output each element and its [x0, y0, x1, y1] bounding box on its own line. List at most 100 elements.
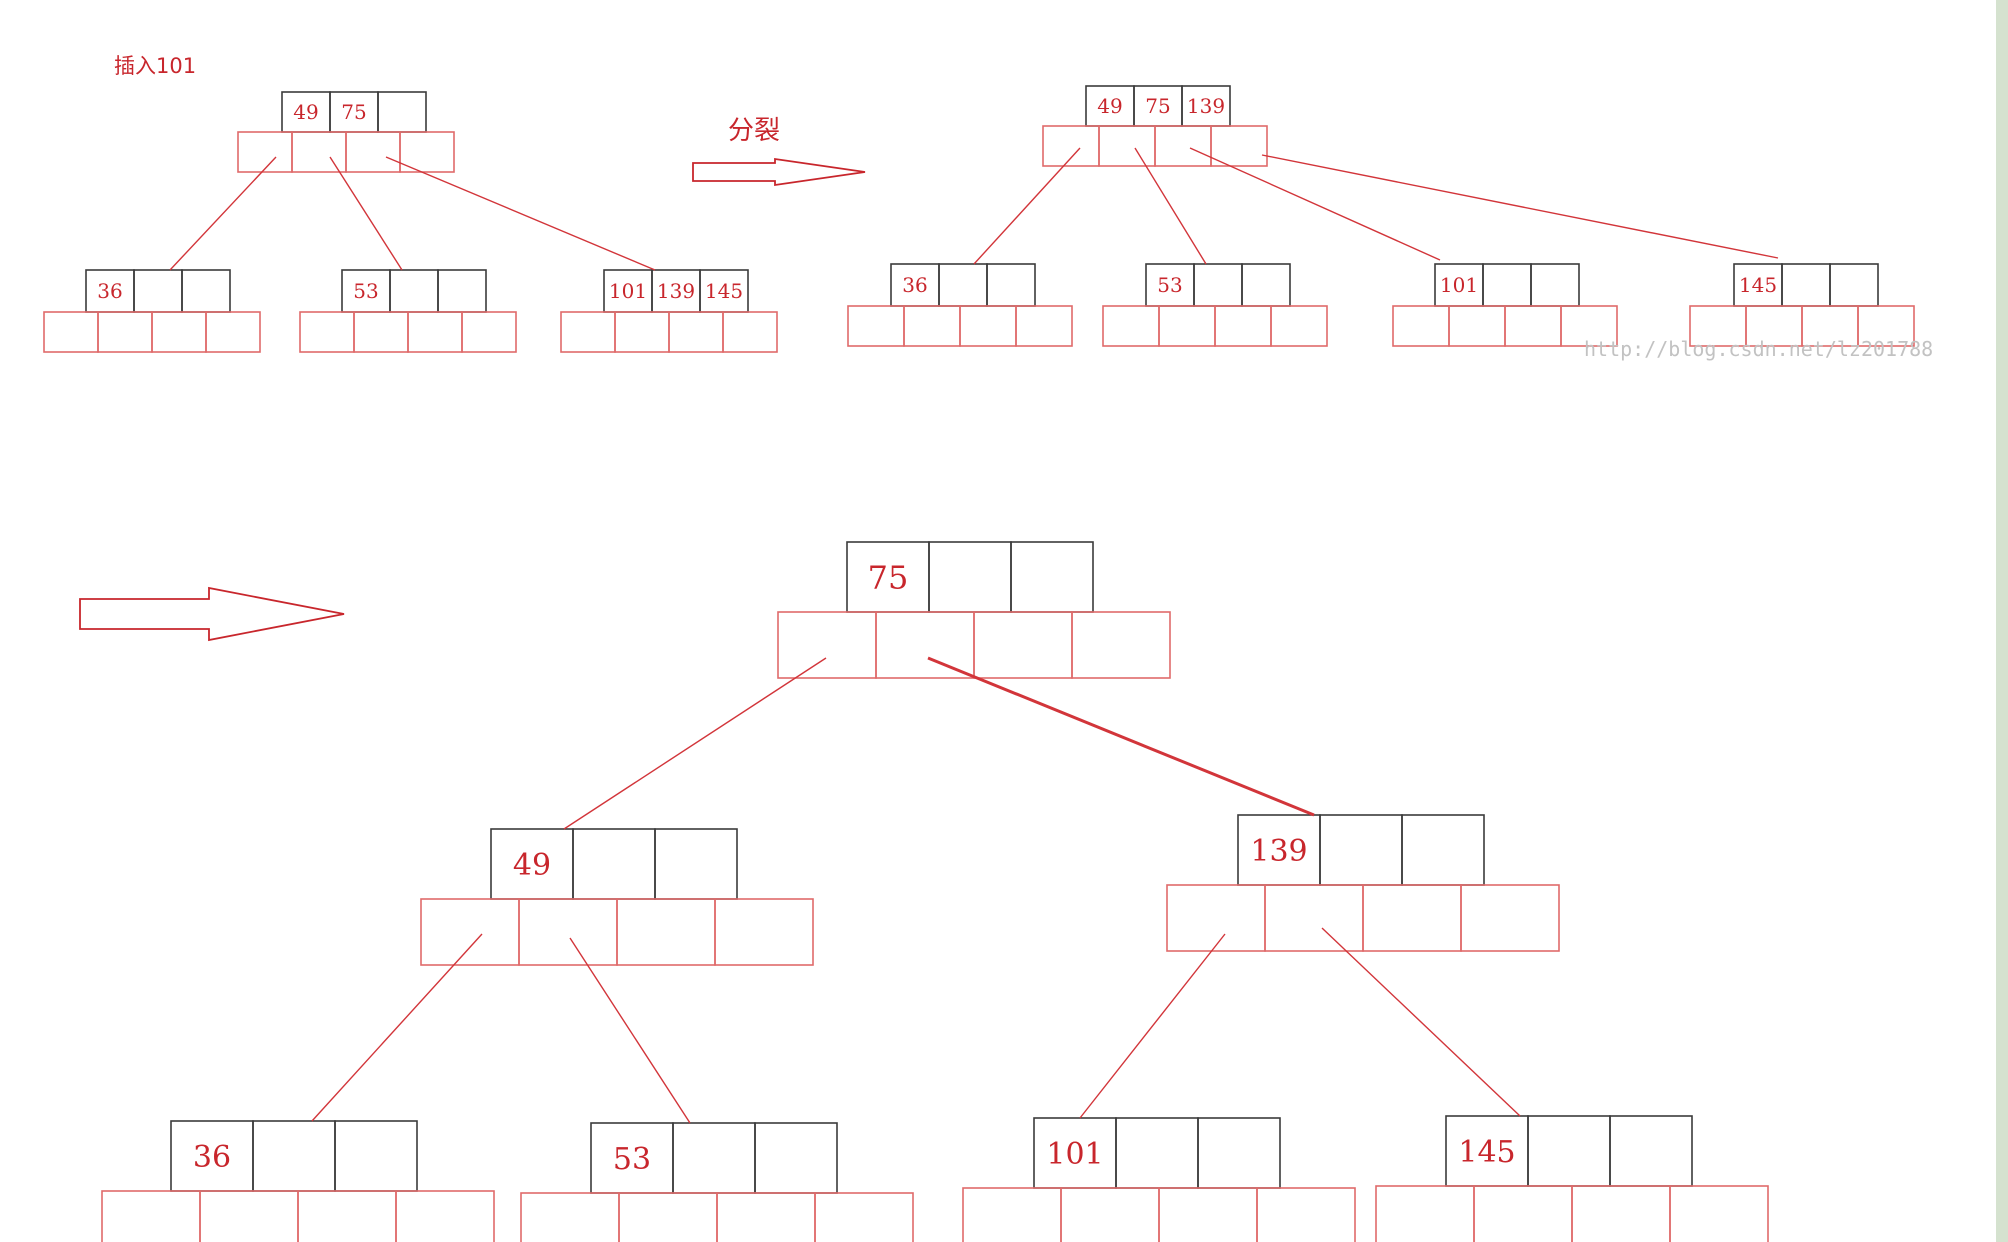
stage1-root-pointer-cell-3 — [399, 131, 455, 173]
final-leaf-1-pointer-cell-1 — [618, 1192, 718, 1242]
final-leaf-0-pointer-cell-0 — [101, 1190, 201, 1242]
blog-watermark: http://blog.csdn.net/lz201788 — [1584, 337, 1934, 361]
final-leaf-0-key-cell-2 — [334, 1120, 418, 1192]
final-edge-internal0-left — [311, 933, 483, 1122]
stage2-child-1-key-cell-2 — [1241, 263, 1291, 307]
stage2-root-key-0: 49 — [1097, 94, 1122, 118]
final-internal-1-pointer-cell-2 — [1362, 884, 1462, 952]
final-leaf-3-pointer-cell-3 — [1669, 1185, 1769, 1242]
stage2-child-1-pointer-cell-3 — [1270, 305, 1328, 347]
stage1-child-2-key-1: 139 — [657, 279, 695, 303]
final-root-key-0: 75 — [868, 559, 909, 597]
final-internal-0-pointer-cell-1 — [518, 898, 618, 966]
stage2-child-2-pointer-cell-0 — [1392, 305, 1450, 347]
stage1-child-1-pointer-cell-1 — [353, 311, 409, 353]
stage2-child-2-key-0: 101 — [1440, 273, 1478, 297]
final-edge-internal0-right — [569, 937, 691, 1124]
stage2-root-pointer-cell-2 — [1154, 125, 1212, 167]
stage1-child-1-key-cell-1 — [389, 269, 439, 313]
final-root-pointer-cell-1 — [875, 611, 975, 679]
final-leaf-1-key-cell-1 — [672, 1122, 756, 1194]
final-leaf-2-key-cell-2 — [1197, 1117, 1281, 1189]
final-leaf-0-key-0: 36 — [193, 1140, 231, 1175]
stage1-root-pointer-cell-1 — [291, 131, 347, 173]
stage1-child-2-key-2: 145 — [705, 279, 743, 303]
final-internal-0-key-cell-2 — [654, 828, 738, 900]
final-internal-0-pointer-cell-0 — [420, 898, 520, 966]
stage1-child-0-key-cell-2 — [181, 269, 231, 313]
final-root-key-cell-1 — [928, 541, 1012, 613]
stage1-child-1-pointer-cell-3 — [461, 311, 517, 353]
stage1-root-pointer-cell-0 — [237, 131, 293, 173]
stage2-child-3-pointer-cell-3 — [1857, 305, 1915, 347]
final-internal-0-pointer-cell-3 — [714, 898, 814, 966]
stage2-child-2-pointer-cell-3 — [1560, 305, 1618, 347]
stage1-child-2-pointer-cell-3 — [722, 311, 778, 353]
final-internal-1-key-0: 139 — [1250, 834, 1307, 869]
final-internal-1-pointer-cell-1 — [1264, 884, 1364, 952]
final-leaf-0-pointer-cell-2 — [297, 1190, 397, 1242]
final-leaf-3-pointer-cell-0 — [1375, 1185, 1475, 1242]
stage2-child-3-key-0: 145 — [1739, 273, 1777, 297]
stage2-child-3-key-cell-1 — [1781, 263, 1831, 307]
stage2-child-1-key-0: 53 — [1157, 273, 1182, 297]
final-edge-internal1-left — [1079, 933, 1226, 1119]
final-leaf-0-pointer-cell-1 — [199, 1190, 299, 1242]
final-edge-root-left — [563, 657, 827, 830]
final-internal-1-pointer-cell-3 — [1460, 884, 1560, 952]
stage2-child-0-pointer-cell-3 — [1015, 305, 1073, 347]
stage1-edge-2 — [385, 156, 656, 271]
stage2-root-key-1: 75 — [1145, 94, 1170, 118]
final-internal-1-pointer-cell-0 — [1166, 884, 1266, 952]
stage1-root-key-1: 75 — [341, 100, 366, 124]
final-leaf-2-pointer-cell-3 — [1256, 1187, 1356, 1242]
split-arrow — [692, 157, 866, 187]
stage2-child-0-pointer-cell-2 — [959, 305, 1017, 347]
stage2-child-0-pointer-cell-0 — [847, 305, 905, 347]
final-root-pointer-cell-2 — [973, 611, 1073, 679]
final-leaf-3-key-cell-1 — [1527, 1115, 1611, 1187]
stage2-root-pointer-cell-0 — [1042, 125, 1100, 167]
stage1-child-0-pointer-cell-1 — [97, 311, 153, 353]
final-leaf-3-pointer-cell-2 — [1571, 1185, 1671, 1242]
final-internal-1-key-cell-1 — [1319, 814, 1403, 886]
stage2-child-2-key-cell-1 — [1482, 263, 1532, 307]
final-edge-root-right — [927, 656, 1315, 817]
final-leaf-1-pointer-cell-2 — [716, 1192, 816, 1242]
final-internal-1-key-cell-2 — [1401, 814, 1485, 886]
stage2-edge-0 — [973, 147, 1081, 265]
final-internal-0-pointer-cell-2 — [616, 898, 716, 966]
result-arrow — [79, 586, 345, 642]
stage2-edge-2 — [1189, 147, 1441, 261]
stage1-child-2-pointer-cell-0 — [560, 311, 616, 353]
stage2-child-3-key-cell-2 — [1829, 263, 1879, 307]
stage1-edge-0 — [169, 156, 277, 271]
stage2-child-2-pointer-cell-1 — [1448, 305, 1506, 347]
stage2-child-2-pointer-cell-2 — [1504, 305, 1562, 347]
final-leaf-1-key-cell-2 — [754, 1122, 838, 1194]
stage2-child-2-key-cell-2 — [1530, 263, 1580, 307]
stage1-child-0-pointer-cell-0 — [43, 311, 99, 353]
final-leaf-0-key-cell-1 — [252, 1120, 336, 1192]
final-leaf-2-pointer-cell-0 — [962, 1187, 1062, 1242]
stage1-edge-1 — [329, 156, 403, 271]
final-edge-internal1-right — [1321, 927, 1521, 1117]
stage1-root-key-0: 49 — [293, 100, 318, 124]
stage2-root-pointer-cell-1 — [1098, 125, 1156, 167]
stage1-child-2-key-0: 101 — [609, 279, 647, 303]
stage2-child-1-key-cell-1 — [1193, 263, 1243, 307]
final-leaf-2-pointer-cell-2 — [1158, 1187, 1258, 1242]
stage2-child-0-key-cell-2 — [986, 263, 1036, 307]
stage1-child-2-pointer-cell-2 — [668, 311, 724, 353]
final-leaf-1-pointer-cell-0 — [520, 1192, 620, 1242]
final-leaf-2-key-cell-1 — [1115, 1117, 1199, 1189]
final-leaf-1-pointer-cell-3 — [814, 1192, 914, 1242]
final-root-key-cell-2 — [1010, 541, 1094, 613]
stage2-edge-1 — [1134, 147, 1207, 265]
final-leaf-2-key-0: 101 — [1046, 1137, 1103, 1172]
stage2-root-pointer-cell-3 — [1210, 125, 1268, 167]
final-leaf-1-key-0: 53 — [613, 1142, 651, 1177]
final-leaf-3-pointer-cell-1 — [1473, 1185, 1573, 1242]
final-root-pointer-cell-0 — [777, 611, 877, 679]
